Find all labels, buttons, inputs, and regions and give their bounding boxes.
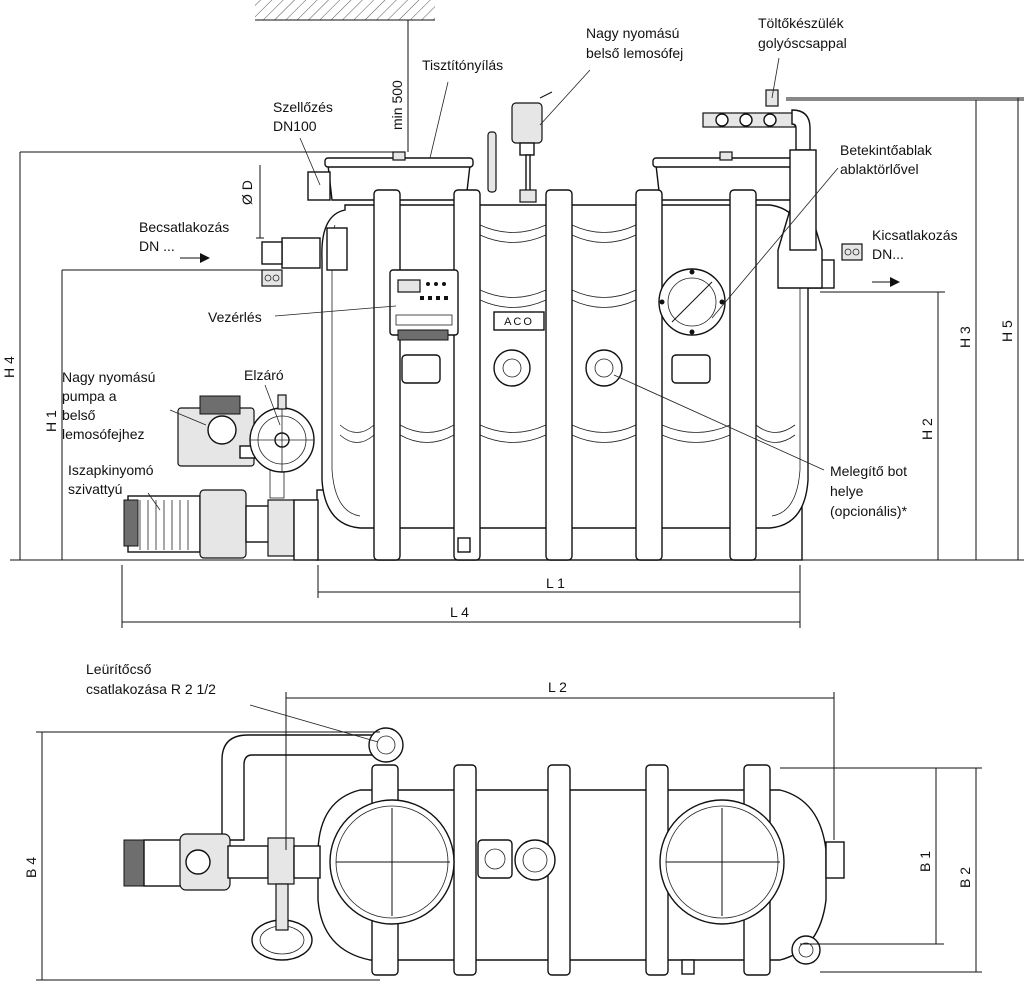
cleaning-opening [392,151,406,161]
heater-label-3: (opcionális)* [830,503,908,519]
dim-h2: H 2 [919,418,935,440]
dim-l4: L 4 [450,604,469,620]
vent-pipe [307,171,331,201]
washing-head [487,91,553,203]
outlet-label-2: DN... [872,246,904,262]
dim-l1: L 1 [546,575,565,591]
inspection-window-label-1: Betekintőablak [840,142,933,158]
hp-pump-label-2: pumpa a [62,388,117,404]
top-outlet [825,841,845,879]
inlet-pipe [261,227,348,287]
inlet-label-1: Becsatlakozás [139,219,229,235]
top-fitting-1 [477,839,513,879]
vent-label-2: DN100 [273,118,317,134]
drain-label-1: Leürítőcső [86,661,152,677]
sludge-pump-label-2: szivattyú [68,481,122,497]
diameter-label: Ø D [239,180,255,205]
tank-ribs [373,189,757,561]
top-cover-left [329,799,455,925]
dim-h1: H 1 [43,410,59,432]
sludge-pump-label-1: Iszapkinyomó [68,462,154,478]
hp-pump-label-4: lemosófejhez [62,426,145,442]
filling-device-label-2: golyóscsappal [758,35,847,51]
leader-lines [147,57,839,511]
panel-right [671,354,711,384]
dim-l2: L 2 [548,679,567,695]
shut-off-valve [249,394,315,473]
filling-device [702,89,817,251]
dim-h3: H 3 [957,326,973,348]
dim-b2: B 2 [957,867,973,888]
inspection-window [658,268,726,336]
min500-dimension: min 500 [389,80,405,130]
inlet-label-2: DN ... [139,238,175,254]
inspection-window-label-2: ablaktörlővel [840,161,919,177]
heater-port-right [585,349,623,387]
tank-wave-bands [339,224,796,443]
top-valve-wheel [251,883,313,961]
horizontal-dimensions [121,565,801,628]
heater-label-1: Melegítő bot [830,463,907,479]
high-pressure-pump [177,395,285,499]
dim-b1: B 1 [917,851,933,872]
top-bottom-fitting [791,935,821,965]
drain-pipe [221,727,404,841]
drain-plug [457,537,471,553]
filling-device-label-1: Töltőkészülék [758,15,845,31]
top-fitting-2 [514,839,556,881]
top-cover-right [659,799,785,925]
controller-box [389,269,459,341]
hp-pump-label-1: Nagy nyomású [62,369,155,385]
outlet-label-1: Kicsatlakozás [872,227,958,243]
washing-head-label-1: Nagy nyomású [586,25,679,41]
aco-logo: ACO [493,311,545,331]
top-view-dimensions [36,692,982,981]
shut-off-label: Elzáró [244,367,284,383]
side-view: ACO [1,0,1024,628]
drain-label-2: csatlakozása R 2 1/2 [86,681,216,697]
controller-label: Vezérlés [208,309,262,325]
vent-label-1: Szellőzés [273,99,333,115]
dim-b4: B 4 [23,857,39,878]
flow-arrows [180,253,900,287]
ceiling-hatch [255,0,435,20]
vertical-dimensions [19,20,1024,560]
panel-left [401,354,441,384]
sludge-pump [123,489,319,561]
right-tower [655,164,797,201]
dim-h4: H 4 [1,356,17,378]
side-view-labels: Szellőzés DN100 min 500 Tisztítónyílás N… [1,15,1015,620]
top-pumps [123,833,321,891]
washing-head-label-2: belső lemosófej [586,45,683,61]
heater-port-left [493,349,531,387]
heater-label-2: helye [830,483,864,499]
dim-h5: H 5 [999,320,1015,342]
top-view: Leürítőcső csatlakozása R 2 1/2 L 2 B 4 … [23,661,982,981]
top-view-labels: Leürítőcső csatlakozása R 2 1/2 L 2 B 4 … [23,661,973,888]
cleaning-opening-label: Tisztítónyílás [422,57,503,73]
hp-pump-label-3: belső [62,407,96,423]
brand-label: ACO [504,316,534,328]
